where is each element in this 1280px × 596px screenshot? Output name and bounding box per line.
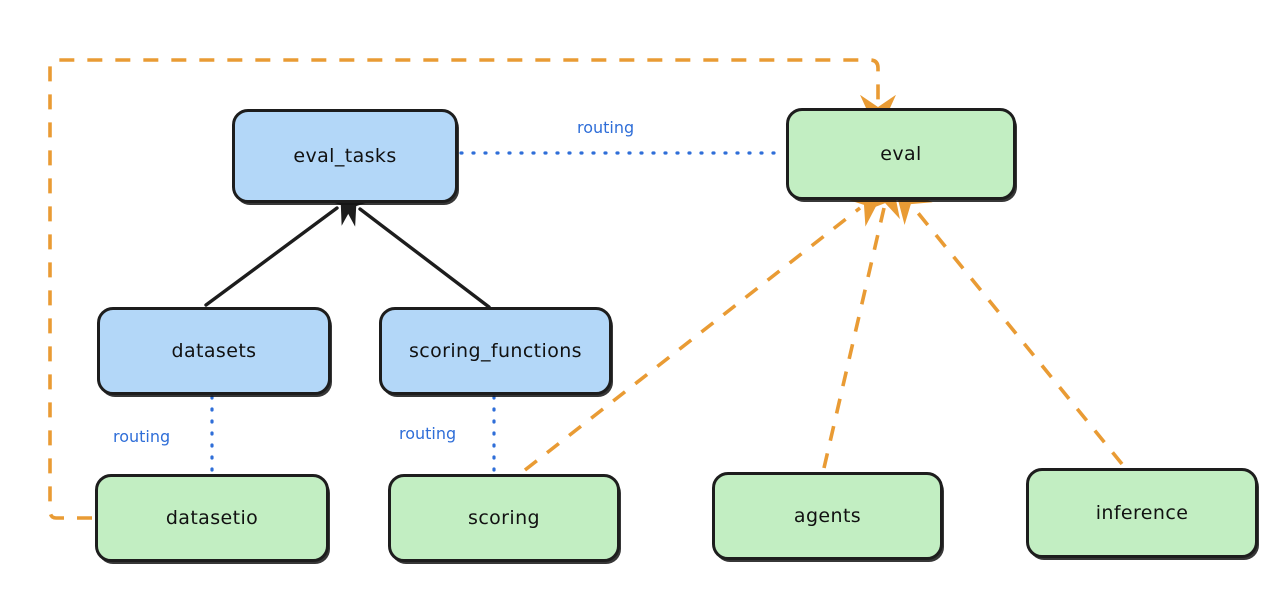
node-label-scoring-functions: scoring_functions <box>409 340 582 362</box>
node-inference[interactable]: inference <box>1026 468 1258 558</box>
edge-datasetio-eval <box>48 58 896 520</box>
node-scoring-functions[interactable]: scoring_functions <box>379 307 612 395</box>
node-eval-tasks[interactable]: eval_tasks <box>232 109 458 203</box>
node-datasets[interactable]: datasets <box>97 307 331 395</box>
node-scoring[interactable]: scoring <box>388 474 620 562</box>
edge-datasets-eval_tasks <box>204 189 362 307</box>
edge-label-routing-datasets-datasetio: routing <box>113 427 171 446</box>
edge-inference-eval <box>893 182 1124 466</box>
edge-label-routing-eval-tasks-eval: routing <box>577 118 635 137</box>
node-datasetio[interactable]: datasetio <box>95 474 329 562</box>
node-label-eval: eval <box>880 143 922 165</box>
node-agents[interactable]: agents <box>712 472 943 560</box>
node-label-datasetio: datasetio <box>165 507 259 529</box>
node-label-agents: agents <box>793 505 862 527</box>
edge-scoring_functions-eval_tasks <box>335 190 491 309</box>
node-label-datasets: datasets <box>171 340 257 362</box>
node-label-eval-tasks: eval_tasks <box>293 145 397 167</box>
node-label-inference: inference <box>1095 502 1189 524</box>
edge-label-routing-scoring-functions-scoring: routing <box>399 424 457 443</box>
edge-scoring-eval <box>523 188 886 472</box>
edge-agents-eval <box>822 176 900 469</box>
node-label-scoring: scoring <box>468 507 540 529</box>
node-eval[interactable]: eval <box>786 108 1016 200</box>
